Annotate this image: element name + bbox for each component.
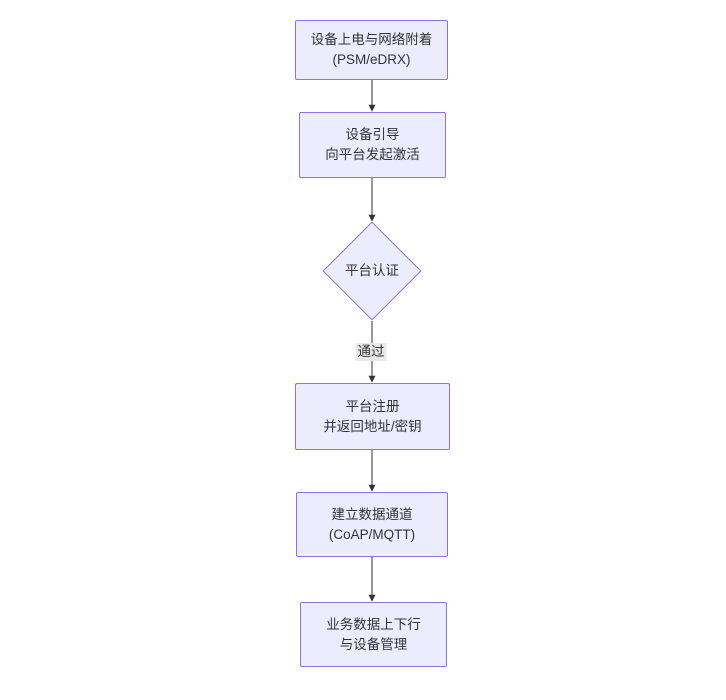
node-label-line: (CoAP/MQTT)	[328, 526, 416, 542]
node-platform-auth-label: 平台认证	[345, 263, 399, 278]
node-business-data: 业务数据上下行 与设备管理	[300, 602, 447, 667]
node-label-line: 建立数据通道	[331, 506, 413, 522]
node-label-line: 业务数据上下行	[326, 616, 421, 632]
node-device-power-attach: 设备上电与网络附着 (PSM/eDRX)	[295, 20, 448, 80]
node-label-line: 向平台发起激活	[325, 147, 420, 162]
node-label-line: 并返回地址/密钥	[323, 418, 422, 434]
node-label-line: 设备引导	[345, 127, 400, 142]
node-label-line: 设备上电与网络附着	[310, 32, 433, 47]
node-label-line: (PSM/eDRX)	[332, 52, 411, 67]
node-device-bootstrap: 设备引导 向平台发起激活	[299, 112, 446, 178]
node-label-line: 平台注册	[345, 398, 400, 414]
node-data-channel: 建立数据通道 (CoAP/MQTT)	[296, 492, 448, 557]
node-platform-register: 平台注册 并返回地址/密钥	[295, 383, 450, 450]
node-label-line: 与设备管理	[339, 636, 408, 652]
edge-label-pass: 通过	[355, 343, 387, 361]
